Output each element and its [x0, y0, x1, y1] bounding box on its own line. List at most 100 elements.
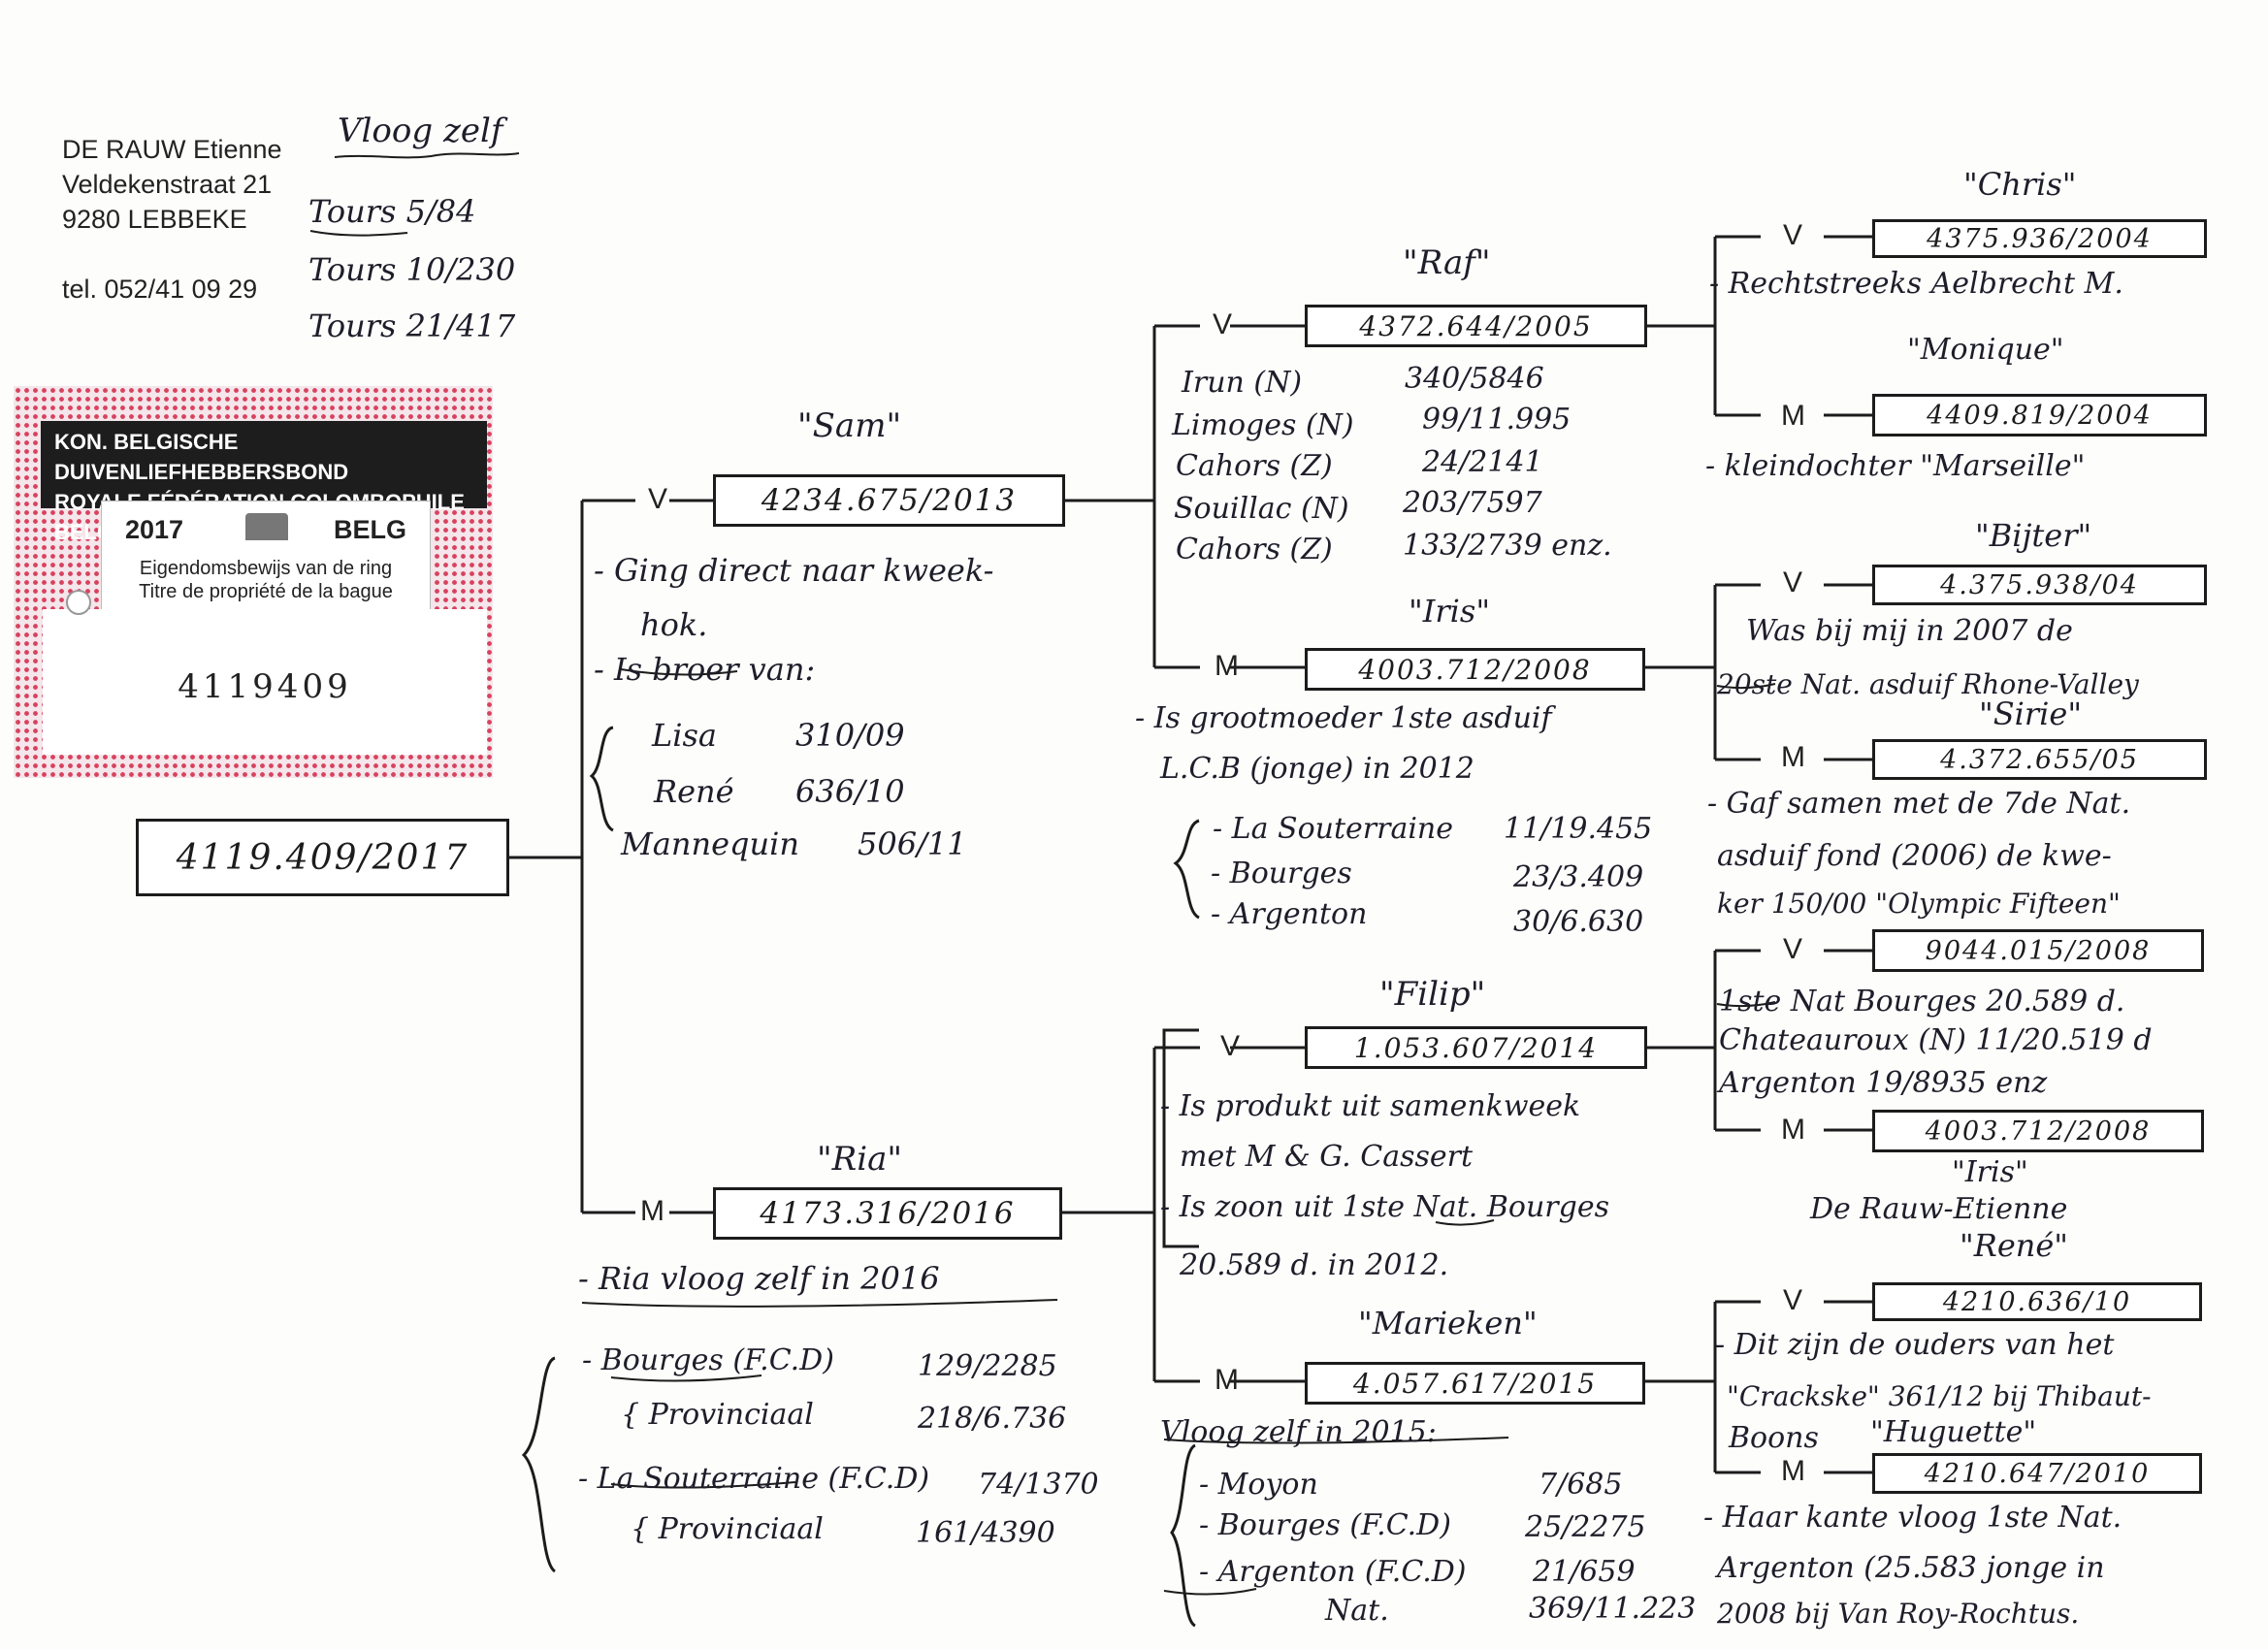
sire-note-2: hok.	[640, 606, 708, 643]
dam-race-result: 129/2285	[918, 1349, 1057, 1383]
dds-name: "René"	[1960, 1227, 2069, 1264]
dss-ring-box: 9044.015/2008	[1872, 929, 2204, 972]
sd-race: - Bourges	[1211, 857, 1352, 890]
ss-race: Limoges (N)	[1172, 408, 1354, 442]
dam-race: - Bourges (F.C.D)	[582, 1343, 834, 1377]
dd-race: - Moyon	[1199, 1468, 1318, 1502]
ssd-label: M	[1781, 400, 1805, 432]
ddd-note-3: 2008 bij Van Roy-Rochtus.	[1717, 1598, 2080, 1630]
sd-note-1: - Is grootmoeder 1ste asduif	[1135, 701, 1552, 735]
owner-phone: tel. 052/41 09 29	[62, 275, 258, 304]
ring-certificate: KON. BELGISCHE DUIVENLIEFHEBBERSBOND ROY…	[14, 386, 493, 778]
subject-ring-box: 4119.409/2017	[136, 819, 509, 896]
dam-name: "Ria"	[817, 1140, 903, 1179]
ds-note-3: - Is zoon uit 1ste Nat. Bourges	[1160, 1190, 1609, 1224]
dam-race: { Provinciaal	[631, 1512, 824, 1546]
sibling-name: Mannequin	[621, 825, 799, 862]
crown-icon	[245, 513, 288, 540]
dam-race: - La Souterraine (F.C.D)	[578, 1462, 930, 1496]
certificate-country: BELG	[333, 515, 406, 544]
dd-note: Vloog zelf in 2015:	[1160, 1415, 1437, 1449]
ss-label: V	[1213, 308, 1233, 340]
dd-ring-box: 4.057.617/2015	[1305, 1362, 1645, 1405]
dds-ring-box: 4210.636/10	[1872, 1282, 2202, 1321]
ss-race: Cahors (Z)	[1176, 449, 1333, 483]
ss-race: Souillac (N)	[1174, 492, 1349, 526]
sds-note-2: 20ste Nat. asduif Rhone-Valley	[1717, 668, 2139, 700]
dam-label: M	[640, 1195, 664, 1227]
dd-label: M	[1215, 1364, 1239, 1396]
dd-name: "Marieken"	[1358, 1305, 1538, 1342]
sdd-note-1: - Gaf samen met de 7de Nat.	[1707, 787, 2131, 821]
ddd-name: "Huguette"	[1870, 1415, 2037, 1449]
dss-note-3: Argenton 19/8935 enz	[1719, 1066, 2048, 1100]
sdd-name: "Sirie"	[1979, 695, 2083, 732]
certificate-title-block: 2017 BELG Eigendomsbewijs van de ring Ti…	[101, 501, 431, 613]
ds-note-4: 20.589 d. in 2012.	[1180, 1248, 1449, 1282]
sss-label: V	[1783, 219, 1803, 251]
sds-note-1: Was bij mij in 2007 de	[1746, 614, 2073, 648]
dsd-label: M	[1781, 1114, 1805, 1146]
certificate-number-area: 4119409	[43, 609, 487, 755]
owner-result-3: Tours 21/417	[308, 307, 516, 344]
ss-name: "Raf"	[1403, 243, 1491, 282]
sss-note: - Rechtstreeks Aelbrecht M.	[1709, 267, 2123, 301]
dd-race-result: 369/11.223	[1529, 1592, 1697, 1626]
sds-label: V	[1783, 566, 1803, 598]
sire-label: V	[648, 483, 668, 515]
sire-note-3: - Is broer van:	[594, 651, 816, 688]
ds-name: "Filip"	[1379, 975, 1486, 1014]
ss-race-result: 99/11.995	[1422, 403, 1571, 436]
certificate-line-fr: Titre de propriété de la bague	[139, 581, 393, 602]
dsd-note: De Rauw-Etienne	[1810, 1192, 2068, 1226]
sds-ring-box: 4.375.938/04	[1872, 565, 2207, 605]
ds-note-1: - Is produkt uit samenkweek	[1160, 1089, 1581, 1123]
sd-note-2: L.C.B (jonge) in 2012	[1160, 752, 1474, 786]
dds-note-2: "Crackske" 361/12 bij Thibaut-	[1727, 1380, 2152, 1412]
ss-race-result: 24/2141	[1422, 445, 1543, 479]
certificate-line-nl: Eigendomsbewijs van de ring	[139, 558, 393, 579]
ss-race: Irun (N)	[1182, 366, 1303, 400]
certificate-header: KON. BELGISCHE DUIVENLIEFHEBBERSBOND ROY…	[41, 421, 487, 544]
sds-name: "Bijter"	[1975, 517, 2092, 554]
dsd-ring-box: 4003.712/2008	[1872, 1110, 2204, 1152]
ds-ring-box: 1.053.607/2014	[1305, 1026, 1647, 1069]
dss-note-1: 1ste Nat Bourges 20.589 d.	[1719, 985, 2125, 1018]
dd-race: Nat.	[1325, 1594, 1389, 1628]
dd-race: - Bourges (F.C.D)	[1199, 1508, 1451, 1542]
dsd-name: "Iris"	[1952, 1155, 2028, 1189]
ds-note-2: met M & G. Cassert	[1180, 1140, 1474, 1174]
ss-race-result: 133/2739 enz.	[1403, 529, 1612, 563]
ds-label: V	[1220, 1030, 1241, 1062]
sd-name: "Iris"	[1409, 593, 1491, 630]
sss-ring-box: 4375.936/2004	[1872, 219, 2207, 258]
dam-ring-box: 4173.316/2016	[713, 1187, 1062, 1240]
ssd-name: "Monique"	[1907, 333, 2064, 367]
ssd-note: - kleindochter "Marseille"	[1705, 449, 2086, 483]
ddd-label: M	[1781, 1455, 1805, 1487]
dam-note: - Ria vloog zelf in 2016	[578, 1260, 940, 1297]
dd-race-result: 21/659	[1533, 1555, 1636, 1589]
sibling-ring: 506/11	[858, 825, 967, 862]
dam-race: { Provinciaal	[621, 1398, 814, 1432]
certificate-number: 4119409	[178, 667, 352, 706]
ss-race-result: 340/5846	[1405, 362, 1544, 396]
sire-note-1: - Ging direct naar kweek-	[594, 552, 994, 589]
sd-race-result: 30/6.630	[1513, 905, 1644, 939]
certificate-year: 2017	[125, 515, 184, 544]
ddd-note-1: - Haar kante vloog 1ste Nat.	[1703, 1501, 2122, 1535]
dds-note-1: - Dit zijn de ouders van het	[1715, 1328, 2115, 1362]
sdd-note-3: ker 150/00 "Olympic Fifteen"	[1717, 888, 2121, 920]
sd-race-result: 11/19.455	[1504, 812, 1653, 846]
sss-name: "Chris"	[1963, 166, 2077, 203]
sibling-ring: 310/09	[795, 717, 905, 754]
dss-note-2: Chateauroux (N) 11/20.519 d	[1719, 1023, 2153, 1057]
sire-name: "Sam"	[797, 406, 902, 445]
sd-race: - Argenton	[1211, 897, 1368, 931]
dam-race-result: 74/1370	[978, 1468, 1099, 1502]
ss-race: Cahors (Z)	[1176, 533, 1333, 566]
dss-label: V	[1783, 933, 1803, 965]
sd-race: - La Souterraine	[1213, 812, 1453, 846]
